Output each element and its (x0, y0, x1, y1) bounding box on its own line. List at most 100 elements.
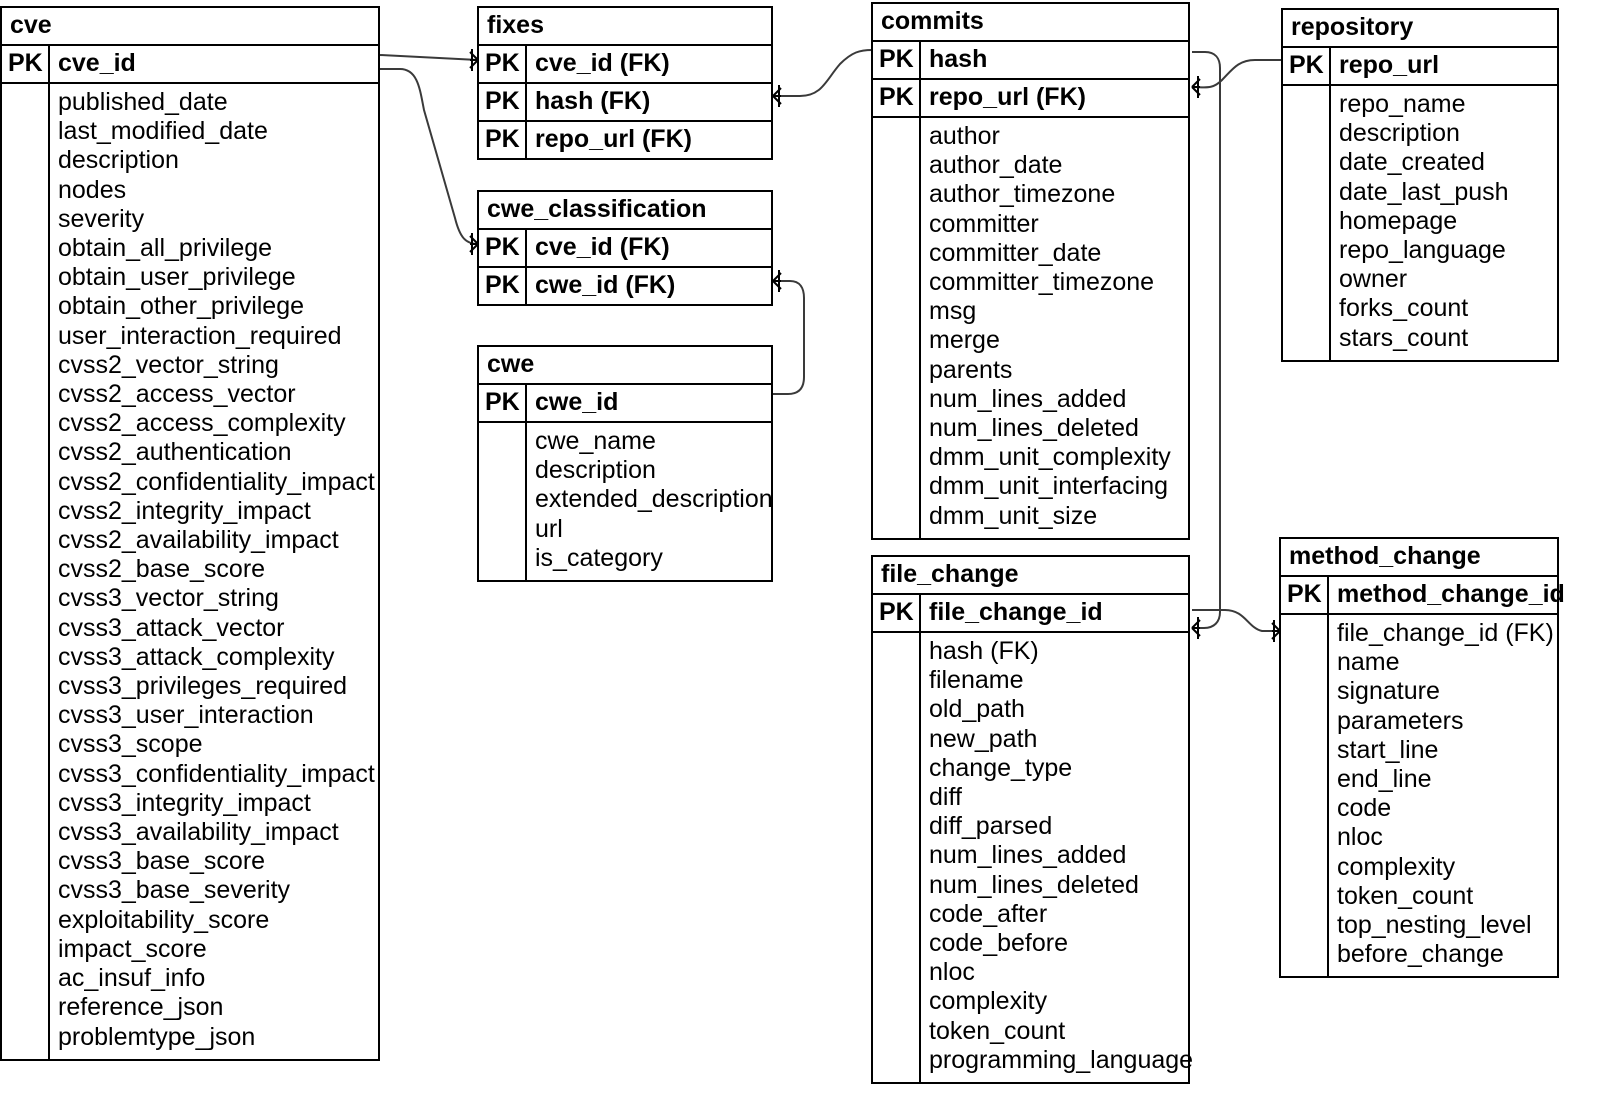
attribute: cvss2_integrity_impact (58, 496, 311, 525)
attribute: old_path (929, 695, 1025, 724)
key-name: cve_id (FK) (535, 49, 670, 77)
key-name: repo_url (1339, 51, 1440, 79)
entity-title-cwe: cwe (479, 347, 771, 385)
attribute: diff_parsed (929, 812, 1053, 841)
attribute: cvss2_base_score (58, 555, 266, 584)
attribute: last_modified_date (58, 117, 268, 146)
attribute-list-file-change: hash (FK) filename old_path new_path cha… (921, 633, 1199, 1082)
attribute: num_lines_deleted (929, 414, 1139, 443)
key-row-fixes-1: PK hash (FK) (479, 84, 771, 122)
entity-cwe[interactable]: cwe PK cwe_id cwe_name description exten… (477, 345, 773, 583)
entity-fixes[interactable]: fixes PK cve_id (FK) PK hash (FK) PK rep… (477, 6, 773, 160)
attribute-block-repository: repo_name description date_created date_… (1283, 86, 1557, 360)
attribute: cvss3_user_interaction (58, 701, 314, 730)
key-tag: PK (479, 46, 527, 82)
entity-file-change[interactable]: file_change PK file_change_id hash (FK) … (871, 555, 1193, 1085)
key-row-cwec-1: PK cwe_id (FK) (479, 268, 771, 304)
key-tag: PK (479, 230, 527, 266)
attribute: owner (1339, 265, 1408, 294)
key-name: repo_url (FK) (535, 125, 692, 153)
attribute: hash (FK) (929, 637, 1039, 665)
attribute: dmm_unit_size (929, 501, 1098, 530)
attribute-block-cwe: cwe_name description extended_descriptio… (479, 423, 773, 581)
attribute: user_interaction_required (58, 321, 342, 350)
attribute: date_last_push (1339, 177, 1509, 206)
attribute: filename (929, 666, 1024, 695)
attribute: cvss2_access_complexity (58, 409, 346, 438)
key-name: cve_id (58, 49, 136, 77)
attribute: committer_date (929, 238, 1102, 267)
attribute: before_change (1337, 940, 1504, 969)
attribute: cvss3_availability_impact (58, 818, 339, 847)
rel-repository-commits (1191, 59, 1281, 89)
attribute-block-cve: published_date last_modified_date descri… (2, 84, 378, 1059)
attribute: num_lines_added (929, 841, 1127, 870)
attribute: cvss3_vector_string (58, 584, 279, 613)
attribute: date_created (1339, 148, 1485, 177)
attribute: signature (1337, 677, 1440, 706)
entity-method-change[interactable]: method_change PK method_change_id file_c… (1279, 537, 1565, 979)
attribute: nloc (929, 958, 975, 987)
attribute-list-repository: repo_name description date_created date_… (1331, 86, 1557, 360)
attribute: complexity (929, 987, 1048, 1016)
attribute: complexity (1337, 852, 1456, 881)
key-row-commits-0: PK hash (873, 42, 1188, 80)
rel-cve-cwe-classification (380, 68, 479, 245)
entity-cve[interactable]: cve PK cve_id published_date last_modifi… (0, 6, 380, 1061)
key-tag: PK (873, 80, 921, 116)
attribute: cvss3_integrity_impact (58, 788, 311, 817)
entity-title-cwe-classification: cwe_classification (479, 192, 771, 230)
entity-commits[interactable]: commits PK hash PK repo_url (FK) author … (871, 2, 1190, 540)
attribute-gutter (1283, 86, 1331, 360)
entity-repository[interactable]: repository PK repo_url repo_name descrip… (1281, 8, 1559, 362)
key-row-fixes-0: PK cve_id (FK) (479, 46, 771, 84)
attribute: forks_count (1339, 294, 1469, 323)
key-name: file_change_id (929, 598, 1103, 626)
key-name: cwe_id (535, 388, 619, 416)
attribute: repo_language (1339, 236, 1506, 265)
attribute: author (929, 122, 1000, 150)
attribute: cvss2_confidentiality_impact (58, 467, 375, 496)
key-row-repository-0: PK repo_url (1283, 48, 1557, 86)
attribute: repo_name (1339, 90, 1466, 118)
entity-title-method-change: method_change (1281, 539, 1557, 577)
entity-cwe-classification[interactable]: cwe_classification PK cve_id (FK) PK cwe… (477, 190, 773, 306)
attribute: msg (929, 297, 977, 326)
attribute-block-commits: author author_date author_timezone commi… (873, 118, 1188, 538)
attribute: num_lines_added (929, 384, 1127, 413)
attribute: token_count (929, 1016, 1066, 1045)
attribute: reference_json (58, 993, 224, 1022)
attribute-list-cve: published_date last_modified_date descri… (50, 84, 381, 1059)
attribute: top_nesting_level (1337, 911, 1532, 940)
attribute: nodes (58, 175, 127, 204)
attribute: code_after (929, 899, 1048, 928)
attribute: file_change_id (FK) (1337, 619, 1554, 647)
entity-title-repository: repository (1283, 10, 1557, 48)
key-name: hash (929, 45, 988, 73)
rel-cve-fixes (379, 54, 479, 61)
key-tag: PK (873, 42, 921, 78)
attribute: published_date (58, 88, 228, 116)
attribute: cvss3_attack_complexity (58, 642, 335, 671)
rel-file-change-method-change (1192, 609, 1280, 632)
key-name: hash (FK) (535, 87, 651, 115)
attribute: problemtype_json (58, 1022, 256, 1051)
attribute: cvss2_authentication (58, 438, 292, 467)
crowsfoot-cwec-cwe-id (772, 272, 782, 290)
key-row-method-change-0: PK method_change_id (1281, 577, 1565, 615)
attribute: description (535, 456, 656, 485)
attribute: start_line (1337, 735, 1439, 764)
attribute: change_type (929, 753, 1073, 782)
attribute: extended_description (535, 485, 773, 514)
attribute-list-commits: author author_date author_timezone commi… (921, 118, 1188, 538)
attribute: code (1337, 794, 1392, 823)
crowsfoot-commits-repo-url (1191, 78, 1201, 96)
key-row-cwe-0: PK cwe_id (479, 385, 771, 423)
attribute: committer (929, 209, 1039, 238)
attribute: cvss3_privileges_required (58, 672, 348, 701)
key-name: method_change_id (1337, 580, 1565, 608)
attribute: obtain_all_privilege (58, 234, 273, 263)
key-tag: PK (2, 46, 50, 82)
key-name: cve_id (FK) (535, 233, 670, 261)
